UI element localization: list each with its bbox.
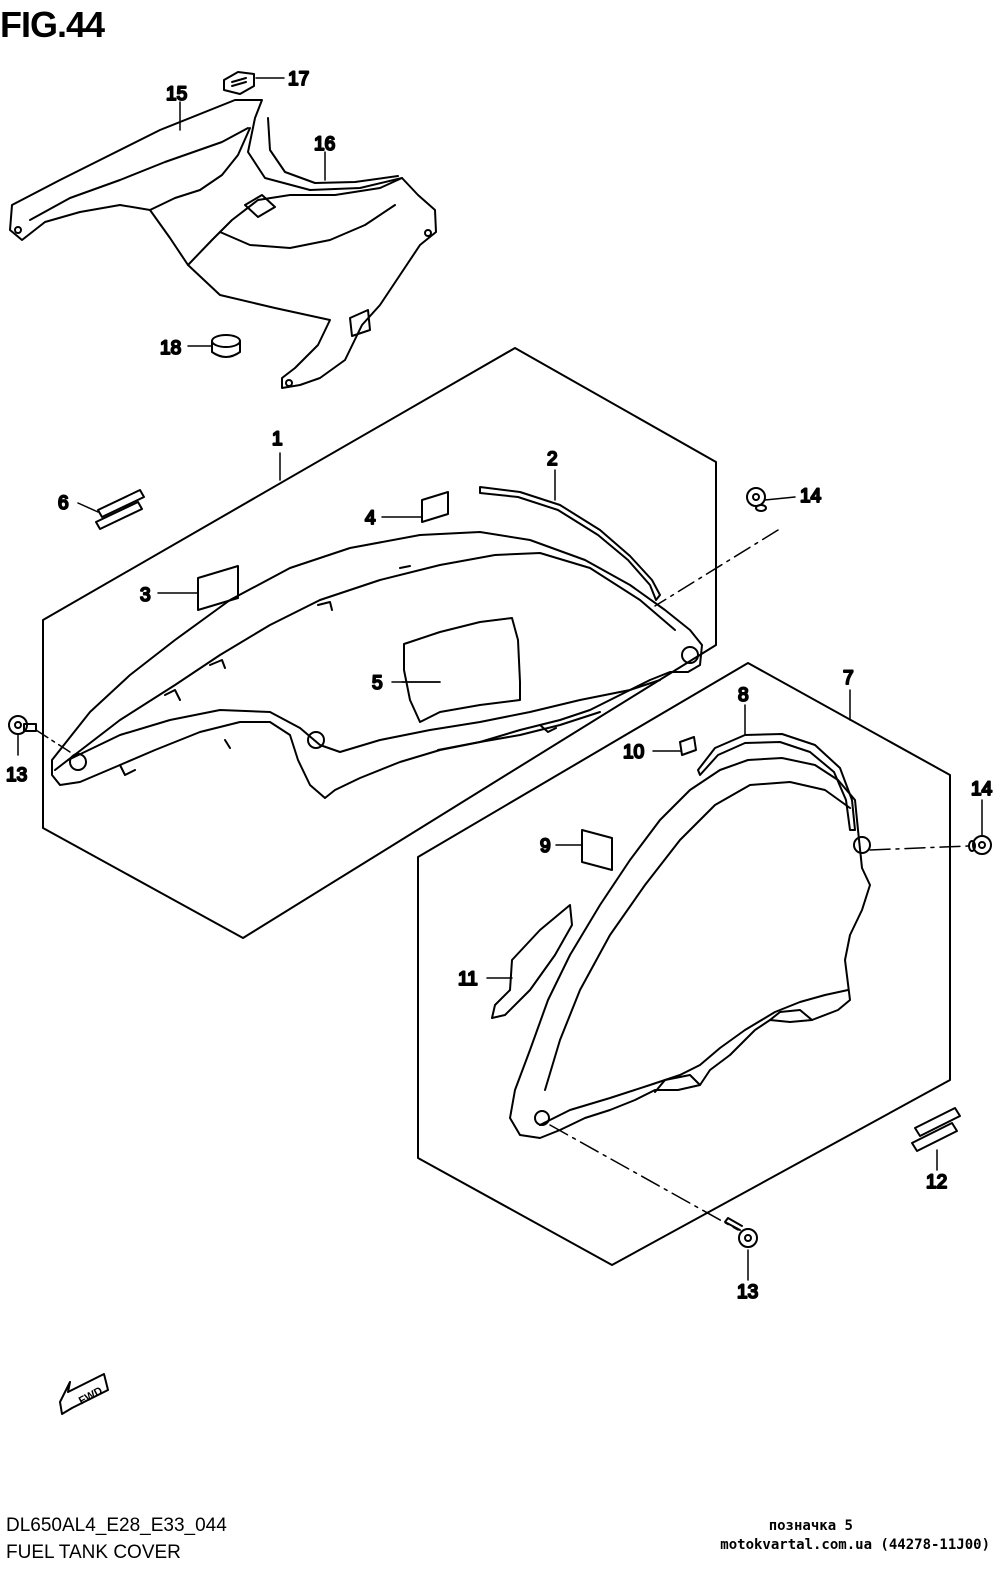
part-1-left-cover: [51, 531, 703, 799]
callout-18: 18: [160, 338, 181, 359]
diagram-name: FUEL TANK COVER: [6, 1542, 181, 1563]
diagram-code: DL650AL4_E28_E33_044: [6, 1515, 227, 1536]
part-2-strip: [479, 486, 661, 601]
callout-8: 8: [738, 685, 749, 706]
figure-title: FIG.44: [0, 4, 105, 45]
part-12-logo: [911, 1107, 961, 1152]
callout-12: 12: [926, 1172, 947, 1193]
group-frame-left: [42, 347, 717, 939]
callout-15: 15: [166, 84, 187, 105]
callout-5: 5: [372, 673, 383, 694]
callout-14-top: 14: [800, 486, 822, 507]
part-13-bolt-left: [8, 715, 37, 735]
callout-1: 1: [272, 429, 283, 450]
part-6-logo: [95, 489, 145, 530]
callout-14-right: 14: [971, 779, 993, 800]
callout-13-left: 13: [6, 765, 27, 786]
part-18-cushion: [211, 334, 241, 358]
part-14-screw-top: [746, 487, 767, 512]
part-11-sheet: [491, 904, 573, 1019]
part-14-screw-right: [968, 835, 992, 855]
part-8-strip: [697, 733, 856, 831]
callout-9: 9: [540, 836, 551, 857]
group-frame-right: [417, 662, 951, 1266]
part-13-bolt-right: [724, 1217, 758, 1248]
part-7-right-cover: [509, 757, 871, 1139]
callout-11: 11: [458, 969, 478, 990]
part-4-pad: [421, 491, 449, 523]
footer-mark: позначка 5: [768, 1518, 853, 1534]
part-10-pad: [679, 736, 697, 756]
footer-source: motokvartal.com.ua (44278-11J00): [720, 1537, 990, 1553]
part-15-upper-cover: [9, 99, 437, 389]
callout-17: 17: [288, 69, 309, 90]
callout-4: 4: [365, 508, 376, 529]
fwd-arrow-icon: FWD: [59, 1373, 109, 1415]
callout-6: 6: [58, 493, 69, 514]
part-9-pad: [581, 829, 613, 871]
callout-10: 10: [623, 742, 644, 763]
callout-2: 2: [547, 449, 558, 470]
callout-3: 3: [140, 585, 151, 606]
callout-13-right: 13: [737, 1282, 758, 1303]
part-3-pad: [197, 565, 239, 611]
part-17-emblem: [223, 71, 255, 95]
leader-lines: [17, 77, 983, 1281]
part-5-sheet: [403, 617, 521, 723]
callout-7: 7: [843, 668, 854, 689]
callout-16: 16: [314, 134, 335, 155]
